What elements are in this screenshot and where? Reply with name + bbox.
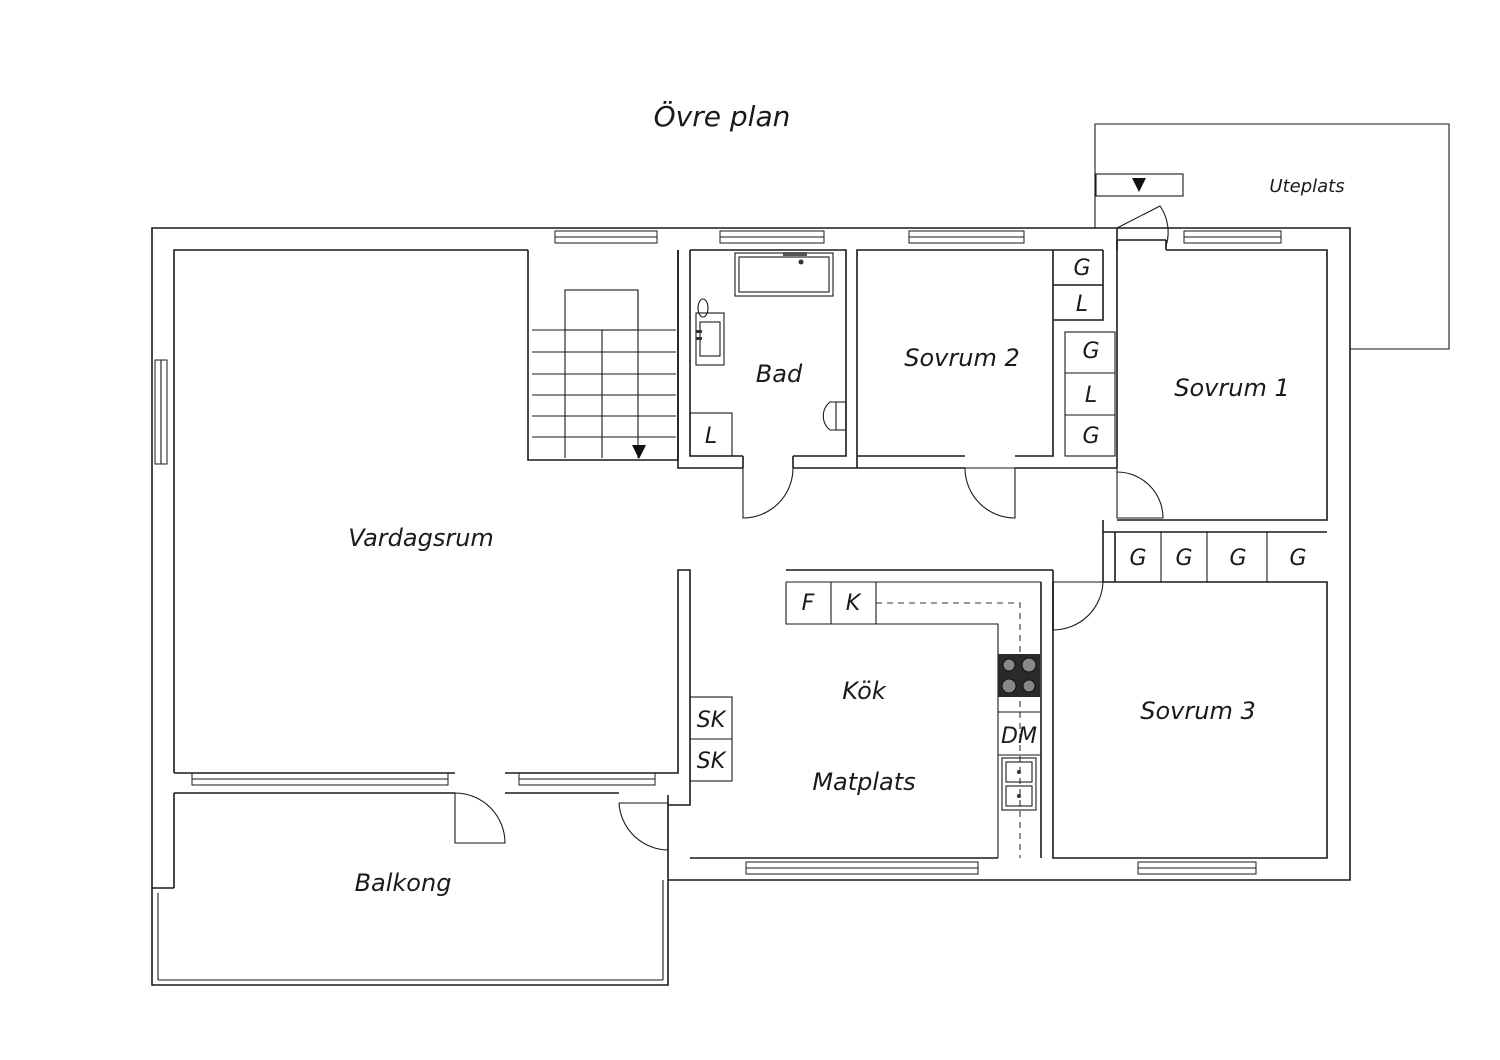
toilet-icon (822, 401, 847, 431)
closet-label: L (1076, 292, 1088, 317)
closet-label: L (1085, 383, 1097, 408)
room-label-kok: Kök (842, 677, 887, 705)
dishwasher-label: DM (1001, 724, 1037, 749)
bathtub-icon (734, 252, 834, 297)
washbasin-icon (695, 298, 725, 366)
freezer-label: K (846, 591, 862, 616)
closet-label: G (1082, 339, 1099, 364)
fridge-label: F (802, 591, 815, 616)
exterior-walls (151, 227, 1351, 889)
closet-label: SK (697, 708, 727, 733)
plan-title: Övre plan (654, 99, 791, 133)
closet-bad (689, 412, 733, 457)
room-label-sovrum-1: Sovrum 1 (1174, 374, 1289, 402)
room-label-matplats: Matplats (812, 768, 915, 796)
kitchen-counters (785, 581, 1041, 858)
kitchen-closets (689, 696, 733, 782)
room-label-vardagsrum: Vardagsrum (348, 524, 494, 552)
staircase (532, 289, 676, 459)
doors (454, 205, 1169, 851)
terrace-outline (1094, 123, 1450, 350)
closet-label: G (1082, 424, 1099, 449)
closet-label: G (1073, 256, 1090, 281)
windows (154, 230, 1282, 875)
room-label-uteplats: Uteplats (1269, 176, 1344, 197)
closet-label: G (1175, 546, 1192, 571)
closet-label: SK (697, 749, 727, 774)
hall-closets (1160, 532, 1268, 582)
interior-walls (151, 228, 1328, 986)
closet-label: G (1289, 546, 1306, 571)
closet-label: G (1229, 546, 1246, 571)
closet-label: L (705, 424, 717, 449)
sink-icon (1001, 757, 1037, 811)
closet-label: G (1129, 546, 1146, 571)
stove-icon (998, 654, 1040, 697)
room-label-sovrum-3: Sovrum 3 (1140, 697, 1255, 725)
room-label-balkong: Balkong (355, 869, 452, 897)
stair-arrow-icon (632, 445, 646, 459)
room-label-bad: Bad (756, 360, 803, 388)
entrance-arrow-icon (1132, 178, 1146, 192)
room-label-sovrum-2: Sovrum 2 (904, 344, 1019, 372)
